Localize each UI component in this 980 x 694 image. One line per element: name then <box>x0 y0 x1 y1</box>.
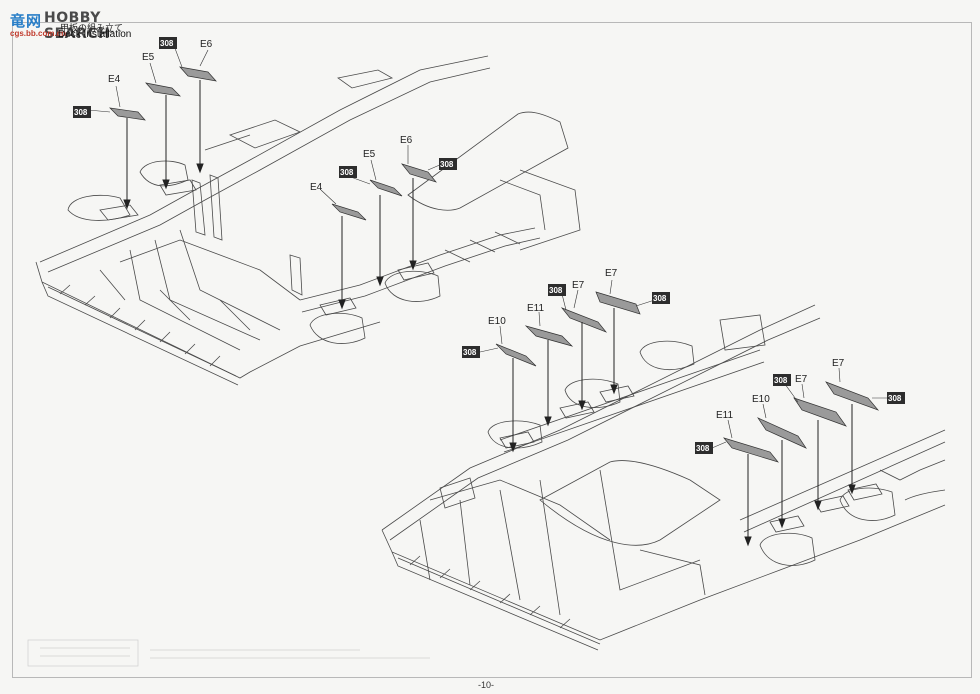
upper-deck-drawing <box>35 55 581 386</box>
badge-308: 308 <box>160 39 174 48</box>
lower-parts <box>495 291 880 463</box>
badges: 308 308 308 308 308 308 308 308 308 308 <box>73 37 905 454</box>
step-title-jp: 甲板の組み立て <box>60 24 124 34</box>
part-e7 <box>595 291 641 315</box>
badge-308: 308 <box>440 160 454 169</box>
callout-lower-2: E7 <box>572 280 585 291</box>
watermark-cn: 竜网 <box>10 12 43 30</box>
badge-308: 308 <box>340 168 354 177</box>
callout-upper-1: E5 <box>142 52 155 63</box>
page-number: -10- <box>478 680 495 690</box>
lower-arrows <box>509 308 856 547</box>
callout-labels: E4 E5 E6 E4 E5 E6 E10 E11 E7 E7 E11 E10 … <box>108 39 845 421</box>
part-e6 <box>401 163 437 183</box>
badge-308: 308 <box>549 286 563 295</box>
upper-arrows <box>123 80 417 310</box>
part-e7 <box>793 397 847 427</box>
callout-lower-6: E7 <box>795 374 808 385</box>
badge-308: 308 <box>774 376 788 385</box>
part-e6 <box>179 66 217 82</box>
callout-upper-2: E6 <box>200 39 213 50</box>
badge-308: 308 <box>74 108 88 117</box>
watermark-url: cgs.bb.com.cn <box>10 29 67 38</box>
callout-upper-5: E6 <box>400 135 413 146</box>
callout-lower-3: E7 <box>605 268 618 279</box>
badge-308: 308 <box>888 394 902 403</box>
part-e7 <box>560 307 608 333</box>
part-e7 <box>825 381 880 411</box>
part-e5 <box>369 179 403 197</box>
step-title-en: Deck Installation <box>58 29 132 40</box>
badge-308: 308 <box>463 348 477 357</box>
callout-upper-3: E4 <box>310 182 323 193</box>
lower-deck-drawing <box>381 304 946 651</box>
callout-lower-5: E10 <box>752 394 770 405</box>
watermark-logo: 竜网 HOBBY SEARCH cgs.bb.com.cn <box>4 4 164 42</box>
page-border <box>12 22 972 678</box>
leader-lines <box>87 42 895 449</box>
callout-lower-0: E10 <box>488 316 506 327</box>
callout-upper-4: E5 <box>363 149 376 160</box>
callout-lower-7: E7 <box>832 358 845 369</box>
part-e11 <box>524 325 574 347</box>
watermark-en: HOBBY SEARCH <box>44 10 111 42</box>
part-e5 <box>145 82 182 97</box>
part-e4 <box>109 107 146 121</box>
part-e10 <box>757 417 807 449</box>
callout-upper-0: E4 <box>108 74 121 85</box>
part-e11 <box>723 437 779 463</box>
upper-parts <box>109 66 437 221</box>
badge-308: 308 <box>696 444 710 453</box>
part-e4 <box>331 203 367 221</box>
part-e10 <box>495 343 537 367</box>
callout-lower-4: E11 <box>716 410 733 421</box>
callout-lower-1: E11 <box>527 303 544 314</box>
footer-legend <box>27 639 430 667</box>
badge-308: 308 <box>653 294 667 303</box>
